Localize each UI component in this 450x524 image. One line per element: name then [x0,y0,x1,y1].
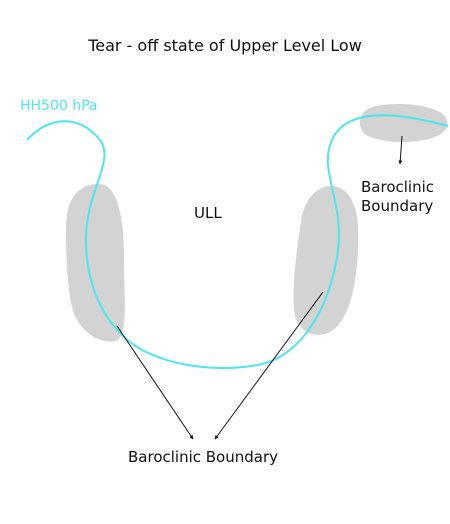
ull-label: ULL [194,204,222,222]
contour-label: HH500 hPa [20,98,98,114]
arrow-to-left-zone [116,325,194,440]
arrow-to-upper-right-zone [398,135,403,165]
baroclinic-zone-upper-right [359,104,448,142]
baroclinic-boundary-label-right: Baroclinic Boundary [361,178,434,216]
baroclinic-boundary-label-right-line2: Boundary [361,197,434,215]
hh500-contour-line [26,114,449,369]
diagram-title: Tear - off state of Upper Level Low [88,36,362,55]
baroclinic-boundary-label-bottom: Baroclinic Boundary [128,448,279,466]
baroclinic-zone-left [66,183,125,342]
baroclinic-zone-right [293,186,359,335]
arrow-to-right-zone [214,291,324,440]
baroclinic-boundary-label-right-line1: Baroclinic [361,178,435,196]
